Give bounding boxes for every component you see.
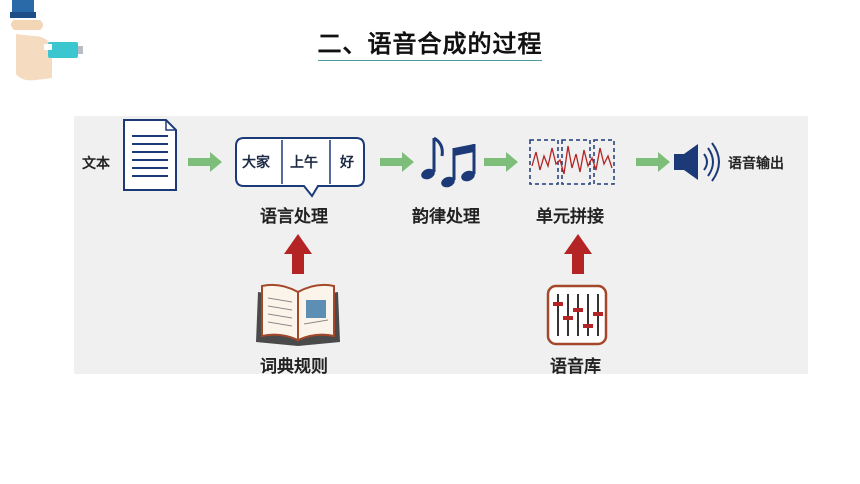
feed-arrow-speech-db xyxy=(564,234,592,274)
palm-shape xyxy=(16,34,52,81)
flow-arrow-3 xyxy=(484,152,518,172)
sleeve-band-shape xyxy=(10,12,36,18)
resource-label-speech-database: 语音库 xyxy=(550,357,601,377)
stage-label-unit-concatenation: 单元拼接 xyxy=(536,207,604,227)
sleeve-cuff-shape xyxy=(12,0,34,12)
speech-synthesis-diagram: 文本 大家 上午 好 语音输出 语言处理 韵律处理 单元拼接 词典规则 语音库 xyxy=(74,116,808,377)
sliders-mixer-icon xyxy=(546,284,608,346)
open-book-icon xyxy=(256,283,340,346)
music-notes-icon xyxy=(421,136,476,188)
feed-arrow-dictionary xyxy=(284,234,312,274)
input-text-label: 文本 xyxy=(82,156,110,172)
speaker-icon xyxy=(674,142,720,182)
bubble-word-3: 好 xyxy=(340,155,354,171)
bubble-word-2: 上午 xyxy=(290,155,318,171)
hand-usb-illustration xyxy=(10,0,83,81)
diagram-graphics xyxy=(123,119,720,346)
output-speech-label: 语音输出 xyxy=(728,156,784,172)
stage-label-prosody-processing: 韵律处理 xyxy=(412,207,480,227)
stage-label-language-processing: 语言处理 xyxy=(260,207,328,227)
waveform-units-icon xyxy=(529,139,615,185)
flow-arrow-1 xyxy=(188,152,222,172)
page-title: 二、语音合成的过程 xyxy=(317,30,543,58)
flow-arrow-2 xyxy=(380,152,414,172)
thumb-shape xyxy=(11,20,43,30)
title-underline xyxy=(318,60,542,61)
bubble-word-1: 大家 xyxy=(242,155,270,171)
usb-drive-shape xyxy=(48,42,78,58)
usb-tip-shape xyxy=(44,44,52,50)
text-document-icon xyxy=(123,119,177,191)
flow-arrow-4 xyxy=(636,152,670,172)
speech-bubble-shape xyxy=(235,137,365,198)
resource-label-dictionary-rules: 词典规则 xyxy=(260,357,328,377)
usb-plug-shape xyxy=(78,46,83,54)
